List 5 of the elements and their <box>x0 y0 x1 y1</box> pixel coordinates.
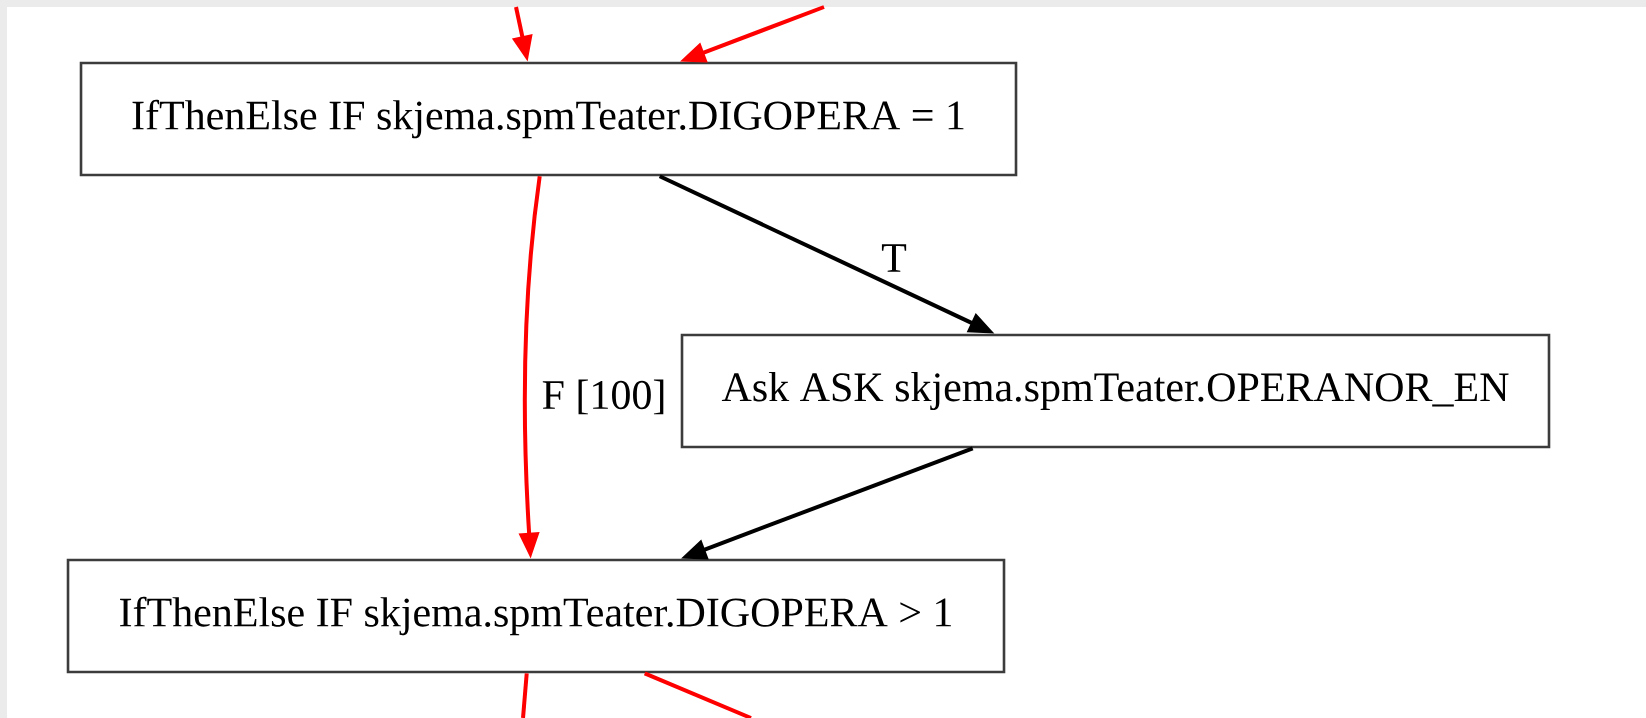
process-box: Ask ASK skjema.spmTeater.OPERANOR_EN <box>680 333 1551 449</box>
process-box: IfThenElse IF skjema.spmTeater.DIGOPERA = 1 <box>79 61 1018 177</box>
process-box: IfThenElse IF skjema.spmTeater.DIGOPERA > 1 <box>66 558 1006 674</box>
edge-label: F [100] <box>539 377 669 417</box>
edge-label: T <box>879 242 909 274</box>
